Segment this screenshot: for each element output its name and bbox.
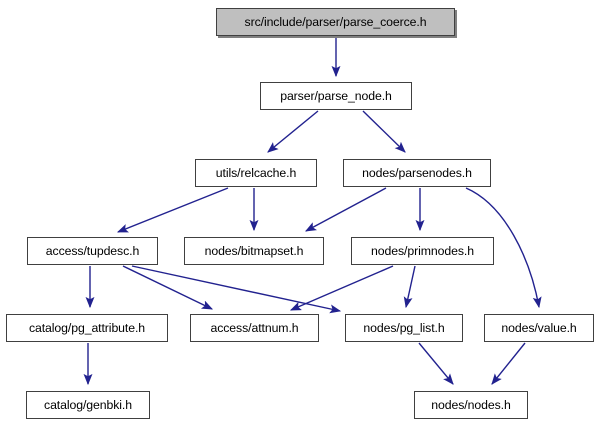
graph-node-value[interactable]: nodes/value.h [484,314,594,342]
graph-node-label: nodes/value.h [501,320,577,335]
edge-primnodes-to-attnum [289,265,394,311]
graph-node-label: access/tupdesc.h [45,243,140,258]
graph-node-bitmapset[interactable]: nodes/bitmapset.h [184,237,324,265]
edge-parse_node-to-parsenodes [362,110,406,153]
edge-parsenodes-to-bitmapset [305,187,387,232]
graph-node-label: access/attnum.h [210,320,299,335]
graph-node-attnum[interactable]: access/attnum.h [190,314,319,342]
graph-node-label: nodes/primnodes.h [371,243,474,258]
edge-tupdesc-to-pg_list [131,265,342,314]
edge-pg_list-to-nodes [418,342,454,385]
edge-tupdesc-to-attnum [122,265,214,310]
graph-node-label: src/include/parser/parse_coerce.h [244,14,427,29]
edge-primnodes-to-pg_list [403,265,416,309]
graph-node-parse_node[interactable]: parser/parse_node.h [260,82,412,110]
graph-node-nodes[interactable]: nodes/nodes.h [414,391,528,419]
graph-node-label: nodes/nodes.h [431,397,511,412]
graph-node-genbki[interactable]: catalog/genbki.h [26,391,150,419]
graph-node-parse_coerce[interactable]: src/include/parser/parse_coerce.h [216,8,455,36]
graph-node-label: catalog/pg_attribute.h [28,320,146,335]
graph-node-primnodes[interactable]: nodes/primnodes.h [351,237,494,265]
graph-node-label: parser/parse_node.h [280,88,392,103]
graph-node-label: utils/relcache.h [215,165,297,180]
graph-node-pg_list[interactable]: nodes/pg_list.h [345,314,463,342]
graph-node-label: nodes/parsenodes.h [362,165,472,180]
graph-node-relcache[interactable]: utils/relcache.h [195,159,317,187]
graph-node-pg_attribute[interactable]: catalog/pg_attribute.h [6,314,168,342]
edge-value-to-nodes [491,342,526,385]
graph-node-tupdesc[interactable]: access/tupdesc.h [27,237,158,265]
edge-relcache-to-tupdesc [116,187,229,233]
graph-node-label: nodes/bitmapset.h [204,243,304,258]
edge-parse_node-to-relcache [267,110,319,153]
graph-node-label: catalog/genbki.h [44,397,132,412]
graph-node-label: nodes/pg_list.h [363,320,445,335]
graph-node-parsenodes[interactable]: nodes/parsenodes.h [343,159,491,187]
